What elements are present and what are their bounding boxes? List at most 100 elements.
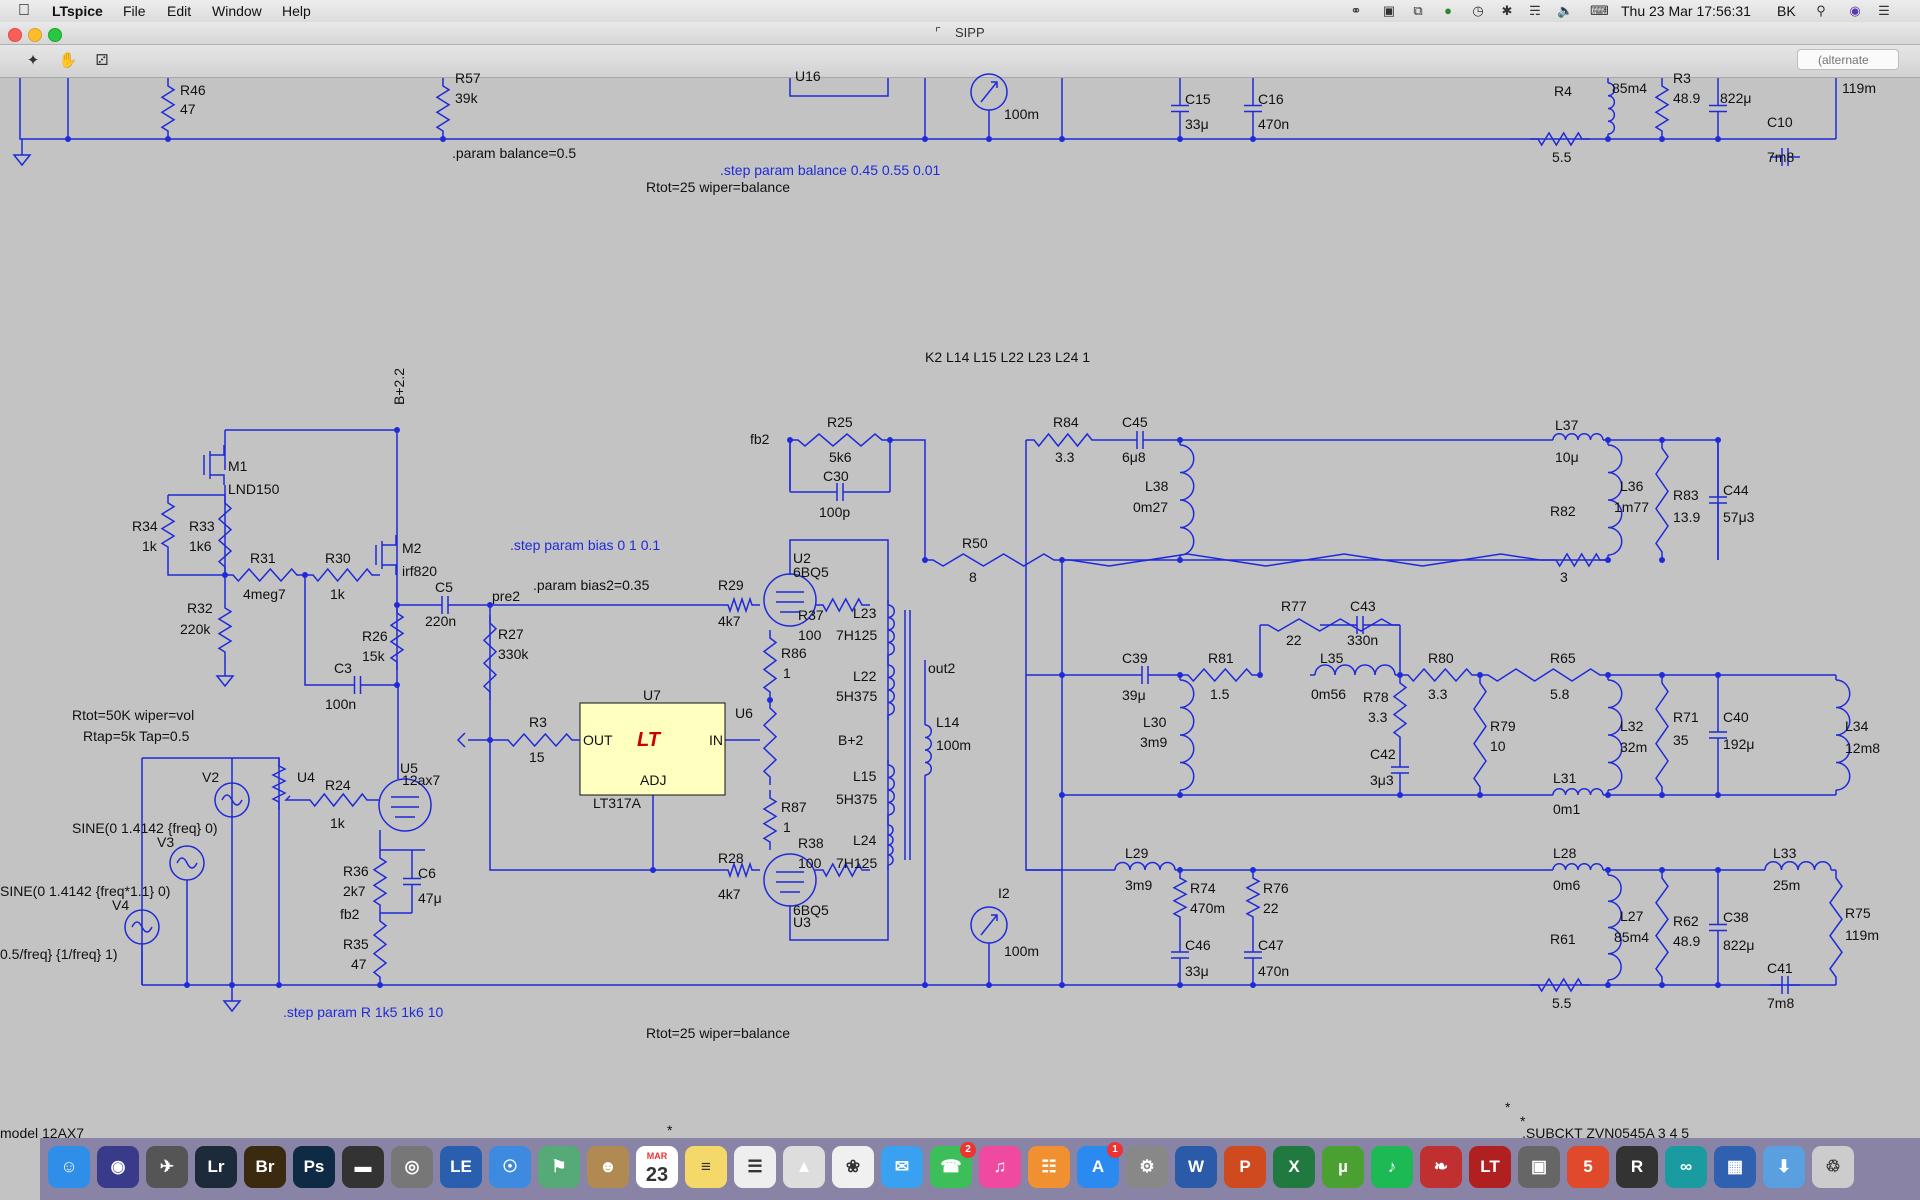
component-label-r65v: 5.8 [1550,686,1570,702]
component-label-c40: C40 [1723,709,1749,725]
dock-preview-icon[interactable]: ⚑ [538,1146,580,1188]
vacuum-tube-U5 [378,778,432,832]
component-label-r25v: 5k6 [829,449,852,465]
dock-finder-icon[interactable]: ☺ [48,1146,90,1188]
siri-icon[interactable]: ◉ [1849,3,1861,18]
search-input[interactable] [1797,49,1899,70]
apple-menu-icon[interactable]:  [18,2,30,20]
dock-final-cut-icon[interactable]: ▬ [342,1146,384,1188]
junction-dot [1605,672,1611,678]
junction-dot [229,982,235,988]
dock-disk-utility-icon[interactable]: ◎ [391,1146,433,1188]
keyboard-icon[interactable]: ⌨ [1590,3,1609,18]
resistor-R81 [1180,667,1260,683]
hand-pan-icon[interactable]: ✋ [58,52,78,69]
dock-feather-icon[interactable]: ❧ [1420,1146,1462,1188]
status-dot-icon[interactable]: ● [1444,3,1452,18]
spotlight-search-icon[interactable]: ⚲ [1816,3,1826,18]
schematic-canvas[interactable]: .param balance=0.5.step param balance 0.… [0,68,1920,1141]
component-label-r28: R28 [718,850,744,866]
dock-virtualbox-icon[interactable]: ▦ [1714,1146,1756,1188]
dock-html-icon[interactable]: 5 [1567,1146,1609,1188]
dock-siri-icon[interactable]: ◉ [97,1146,139,1188]
dock-badge: 2 [960,1142,976,1158]
dock-keynote-icon[interactable]: ▲ [783,1146,825,1188]
dock-spotify-icon[interactable]: ♪ [1371,1146,1413,1188]
dock-lightroom-icon[interactable]: Lr [195,1146,237,1188]
dock-itunes-icon[interactable]: ♫ [979,1146,1021,1188]
inductor-L32 [1607,679,1623,791]
creative-cloud-icon[interactable]: ⚭ [1350,3,1362,18]
menu-help[interactable]: Help [282,3,311,19]
close-window-button[interactable] [8,28,22,42]
minimize-window-button[interactable] [28,28,42,42]
clock[interactable]: Thu 23 Mar 17:56:31 [1621,3,1751,19]
notification-center-icon[interactable]: ☰ [1878,3,1890,18]
dock-photoshop-icon[interactable]: Ps [293,1146,335,1188]
dock-notes-icon[interactable]: ≡ [685,1146,727,1188]
dock-word-icon[interactable]: W [1175,1146,1217,1188]
dock-trash-icon[interactable]: ♲ [1812,1146,1854,1188]
component-label-u2: U2 [793,550,811,566]
component-label-l28: L28 [1553,845,1577,861]
menu-edit[interactable]: Edit [167,3,192,19]
dock-messages-icon[interactable]: ✉ [881,1146,923,1188]
time-machine-icon[interactable]: ◷ [1472,3,1484,18]
component-label-l35: L35 [1320,650,1344,666]
run-simulation-icon[interactable]: ✦ [26,52,40,69]
window-menulet-icon[interactable]: ⧉ [1413,3,1423,18]
dock-bridge-icon[interactable]: Br [244,1146,286,1188]
probe-icon[interactable]: ⚂ [95,52,109,69]
component-label-u3: U3 [793,914,811,930]
inductor-L30 [1179,679,1195,791]
component-label-r34v: 1k [142,538,158,554]
component-label-r76v: 22 [1263,900,1279,916]
dock-system-preferences-icon[interactable]: ⚙ [1126,1146,1168,1188]
dock-scanner-icon[interactable]: ▣ [1518,1146,1560,1188]
menulet-icon[interactable]: ▣ [1382,3,1396,18]
dock-powerpoint-icon[interactable]: P [1224,1146,1266,1188]
dock-facetime-icon[interactable]: ☎2 [930,1142,976,1188]
app-menu[interactable]: LTspice [52,3,103,19]
menu-file[interactable]: File [123,3,146,19]
resistor-R84 [1026,432,1100,448]
component-label-l29: L29 [1125,845,1149,861]
dock-downloads-icon[interactable]: ⬇ [1763,1146,1805,1188]
component-label-r78v: 3.3 [1368,709,1388,725]
wifi-icon[interactable]: ☴ [1529,3,1541,18]
bluetooth-icon[interactable]: ✱ [1501,3,1513,18]
dock-excel-icon[interactable]: X [1273,1146,1315,1188]
zoom-window-button[interactable] [48,28,62,42]
dock-reminders-icon[interactable]: ☰ [734,1146,776,1188]
mosfet-M1 [210,474,225,485]
component-label-l24v: 7H125 [836,855,877,871]
dock-ltspice-icon[interactable]: LT [1469,1146,1511,1188]
dock-safari-icon[interactable]: ☉ [489,1146,531,1188]
dock-ibooks-icon[interactable]: ☷ [1028,1146,1070,1188]
dock-utorrent-icon[interactable]: µ [1322,1146,1364,1188]
dock-le-icon[interactable]: LE [440,1146,482,1188]
component-label-l14: L14 [936,714,960,730]
dock-rescuepro-icon[interactable]: R [1616,1146,1658,1188]
inductor-L36 [1607,444,1623,556]
component-label-l14v: 100m [936,737,971,753]
dock-arduino-icon[interactable]: ∞ [1665,1146,1707,1188]
schematic-label: .SUBCKT ZVN0545A 3 4 5 [1522,1125,1689,1141]
dock-contacts-icon[interactable]: ☻ [587,1146,629,1188]
regulator-logo: LT [637,729,662,751]
component-label-c5: C5 [435,579,453,595]
resistor-R74 [1172,870,1188,925]
net-label-fb2: fb2 [340,906,360,922]
dock-photos-icon[interactable]: ❀ [832,1146,874,1188]
menu-window[interactable]: Window [212,3,262,19]
inductor-L15 [887,764,895,816]
calendar-month: MAR [646,1151,668,1161]
resistor-R3 [1654,78,1670,139]
voltage-source-V2 [214,782,250,818]
volume-icon[interactable]: 🔈 [1557,3,1574,18]
input-source[interactable]: BK [1777,3,1796,19]
voltage-source-V4 [131,921,153,933]
dock-launchpad-icon[interactable]: ✈ [146,1146,188,1188]
